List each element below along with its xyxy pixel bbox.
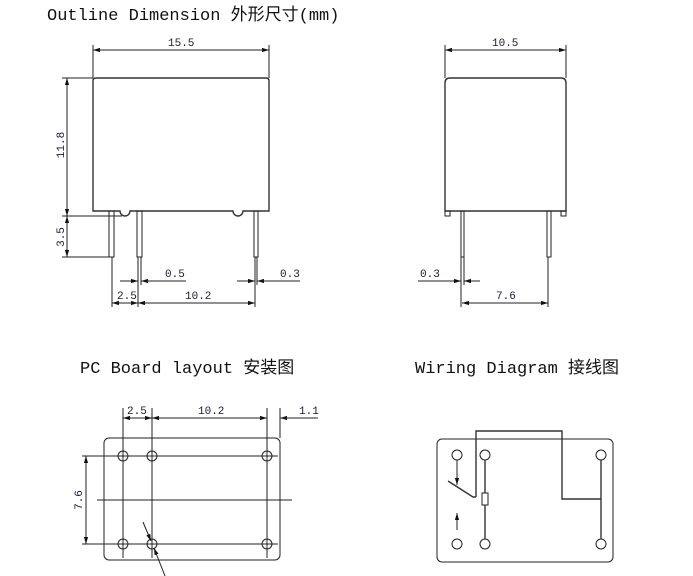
pcb-hole <box>117 538 129 550</box>
relay-body-front <box>92 77 270 217</box>
dim-side-pin-thickness: 0.3 <box>420 269 440 281</box>
dim-pcb-pitch: 10.2 <box>198 406 224 418</box>
coil-icon <box>481 492 489 506</box>
side-view: 10.5 0.3 7.6 <box>418 38 567 307</box>
pin <box>253 210 259 258</box>
dim-front-width: 15.5 <box>168 38 194 50</box>
pcb-outline <box>103 437 281 561</box>
pcb-hole <box>146 450 158 462</box>
terminal <box>479 449 491 461</box>
pcb-holes <box>117 450 273 550</box>
wiring-diagram-title: Wiring Diagram 接线图 <box>415 358 619 379</box>
pin <box>108 210 115 258</box>
dim-pin-thickness: 0.3 <box>280 269 300 281</box>
relay-body-side <box>444 77 567 212</box>
dim-pcb-edge: 1.1 <box>299 406 319 418</box>
terminal <box>451 538 463 550</box>
pin <box>546 210 552 258</box>
pin <box>460 210 465 258</box>
pcb-layout: 2.5 10.2 1.1 7.6 <box>74 406 319 576</box>
front-view: 15.5 11.8 3.5 0.5 0.3 2.5 10.2 <box>56 38 300 307</box>
pcb-hole <box>117 450 129 462</box>
pin <box>136 210 143 258</box>
dim-side-pin-spacing: 7.6 <box>496 291 516 303</box>
terminal <box>595 538 607 550</box>
pcb-hole <box>261 450 273 462</box>
pcb-layout-title: PC Board layout 安装图 <box>80 358 294 379</box>
pcb-hole <box>261 538 273 550</box>
dim-front-height: 11.8 <box>56 132 68 158</box>
wiring-diagram <box>436 430 614 563</box>
outline-title: Outline Dimension 外形尺寸(mm) <box>47 5 339 26</box>
wiring-outline <box>436 438 614 563</box>
terminal <box>479 538 491 550</box>
dim-pcb-row-spacing: 7.6 <box>74 490 86 510</box>
dim-pin-offset: 2.5 <box>117 291 137 303</box>
dim-pin-width: 0.5 <box>165 269 185 281</box>
switch-contact <box>447 480 476 498</box>
terminal <box>451 449 463 461</box>
dim-pin-pitch: 10.2 <box>185 291 211 303</box>
terminal <box>595 449 607 461</box>
dim-pcb-offset: 2.5 <box>127 406 147 418</box>
dim-pin-length: 3.5 <box>56 227 68 247</box>
dim-side-width: 10.5 <box>492 38 518 50</box>
pcb-hole <box>146 538 158 550</box>
